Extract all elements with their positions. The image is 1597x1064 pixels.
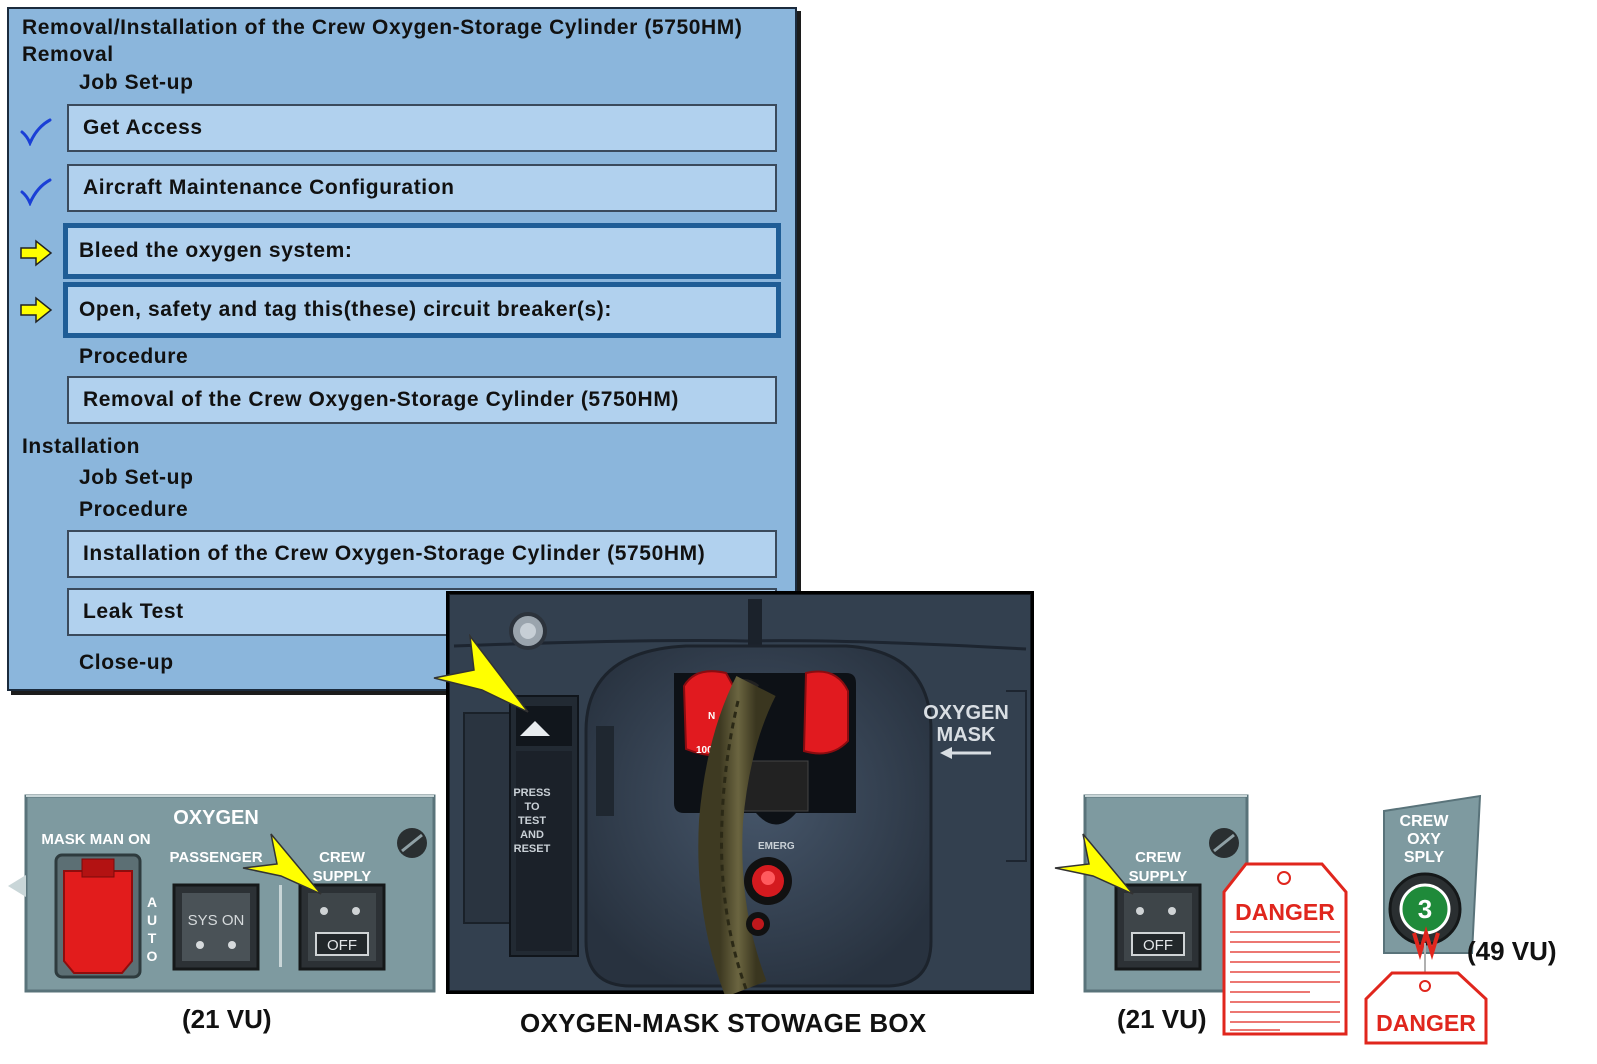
svg-text:100%: 100% bbox=[696, 745, 722, 756]
step-label: Leak Test bbox=[83, 600, 184, 623]
svg-text:U: U bbox=[147, 912, 157, 928]
svg-text:MASK: MASK bbox=[937, 724, 996, 746]
svg-text:O: O bbox=[147, 948, 158, 964]
crew-supply-label: CREW bbox=[319, 849, 366, 866]
danger-label: DANGER bbox=[1376, 1010, 1476, 1036]
step-label: Installation of the Crew Oxygen-Storage … bbox=[83, 542, 706, 565]
step-label: Removal of the Crew Oxygen-Storage Cylin… bbox=[83, 388, 680, 411]
installation-heading: Installation bbox=[22, 435, 141, 458]
crew-oxy-sply-label: SPLY bbox=[1404, 849, 1445, 866]
crew-oxy-sply-label: OXY bbox=[1407, 831, 1441, 848]
removal-procedure-heading: Procedure bbox=[79, 345, 189, 368]
passenger-label: PASSENGER bbox=[169, 849, 262, 866]
step-bleed-oxygen-system[interactable]: Bleed the oxygen system: bbox=[63, 223, 781, 279]
crew-supply-label: CREW bbox=[1135, 849, 1182, 866]
crew-oxy-sply-label: CREW bbox=[1400, 813, 1450, 830]
stowage-box-illustration: PRESS TO TEST AND RESET N 100% EMERG OXY… bbox=[446, 591, 1034, 994]
oxygen-panel-title: OXYGEN bbox=[173, 807, 259, 829]
svg-text:AND: AND bbox=[520, 829, 544, 841]
check-mark-icon bbox=[20, 118, 52, 146]
svg-text:A: A bbox=[147, 894, 157, 910]
closeup-heading: Close-up bbox=[79, 651, 174, 674]
yellow-pointer-arrow-icon bbox=[433, 634, 529, 713]
svg-text:N: N bbox=[708, 711, 715, 722]
removal-heading: Removal bbox=[22, 43, 114, 66]
crew-supply-panel-vu-label: (21 VU) bbox=[1117, 1004, 1207, 1034]
svg-text:SYS ON: SYS ON bbox=[188, 912, 245, 929]
step-open-safety-tag-circuit-breakers[interactable]: Open, safety and tag this(these) circuit… bbox=[63, 282, 781, 338]
step-label: Aircraft Maintenance Configuration bbox=[83, 176, 455, 199]
yellow-arrow-icon bbox=[20, 296, 53, 324]
passenger-sys-on-button[interactable]: SYS ON bbox=[172, 883, 260, 971]
step-get-access[interactable]: Get Access bbox=[67, 104, 777, 152]
crew-supply-off-button[interactable]: OFF bbox=[1114, 883, 1202, 971]
removal-job-setup-heading: Job Set-up bbox=[79, 71, 194, 94]
breaker-panel-vu-label: (49 VU) bbox=[1467, 936, 1557, 966]
svg-text:RESET: RESET bbox=[514, 843, 551, 855]
yellow-arrow-icon bbox=[20, 239, 53, 267]
oxygen-panel-vu-label: (21 VU) bbox=[182, 1004, 272, 1034]
press-to-test-label: PRESS TO TEST AND RESET bbox=[513, 787, 550, 855]
yellow-pointer-arrow-icon bbox=[1054, 833, 1134, 895]
danger-tag: DANGER bbox=[1222, 862, 1348, 1036]
svg-text:T: T bbox=[148, 930, 157, 946]
oxygen-mask-label: OXYGEN MASK bbox=[923, 702, 1009, 746]
safety-clip-icon bbox=[1412, 926, 1440, 960]
step-removal-of-cylinder[interactable]: Removal of the Crew Oxygen-Storage Cylin… bbox=[67, 376, 777, 424]
step-label: Get Access bbox=[83, 116, 203, 139]
procedure-panel: Removal/Installation of the Crew Oxygen-… bbox=[7, 7, 797, 691]
svg-text:OXYGEN: OXYGEN bbox=[923, 702, 1009, 724]
procedure-title: Removal/Installation of the Crew Oxygen-… bbox=[22, 16, 743, 39]
step-label: Open, safety and tag this(these) circuit… bbox=[79, 298, 612, 321]
circuit-breaker-panel: CREW OXY SPLY 3 DANGER bbox=[1364, 794, 1488, 1045]
crew-supply-label: SUPPLY bbox=[313, 868, 372, 885]
step-installation-of-cylinder[interactable]: Installation of the Crew Oxygen-Storage … bbox=[67, 530, 777, 578]
svg-text:TO: TO bbox=[524, 801, 540, 813]
step-aircraft-maintenance-configuration[interactable]: Aircraft Maintenance Configuration bbox=[67, 164, 777, 212]
svg-text:PRESS: PRESS bbox=[513, 787, 550, 799]
installation-job-setup-heading: Job Set-up bbox=[79, 466, 194, 489]
danger-tag bbox=[1364, 971, 1488, 1045]
check-mark-icon bbox=[20, 178, 52, 206]
yellow-pointer-arrow-icon bbox=[242, 833, 322, 895]
stowage-box-caption: OXYGEN-MASK STOWAGE BOX bbox=[520, 1008, 927, 1038]
crew-supply-panel: CREW SUPPLY OFF bbox=[1083, 794, 1249, 993]
installation-procedure-heading: Procedure bbox=[79, 498, 189, 521]
svg-text:EMERG: EMERG bbox=[758, 841, 795, 852]
step-label: Bleed the oxygen system: bbox=[79, 239, 353, 262]
svg-text:TEST: TEST bbox=[518, 815, 546, 827]
svg-text:OFF: OFF bbox=[327, 937, 357, 954]
oxygen-overhead-panel: OXYGEN MASK MAN ON PASSENGER CREW SUPPLY… bbox=[8, 794, 436, 993]
mask-man-on-label: MASK MAN ON bbox=[41, 831, 150, 848]
danger-label: DANGER bbox=[1235, 899, 1335, 925]
red-flag-right bbox=[802, 670, 849, 755]
svg-text:3: 3 bbox=[1418, 894, 1432, 924]
mask-man-on-guard-switch[interactable] bbox=[54, 853, 142, 979]
crew-supply-label: SUPPLY bbox=[1129, 868, 1188, 885]
crew-supply-off-button[interactable]: OFF bbox=[298, 883, 386, 971]
svg-text:OFF: OFF bbox=[1143, 937, 1173, 954]
